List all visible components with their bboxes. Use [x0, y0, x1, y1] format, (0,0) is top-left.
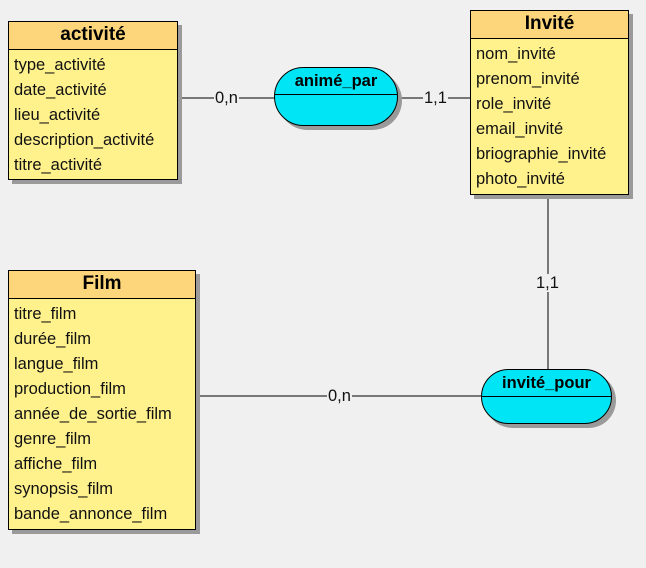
attribute: bande_annonce_film [14, 505, 168, 523]
entity-invite[interactable]: Invité nom_invité prenom_invité role_inv… [470, 10, 629, 195]
attribute: titre_activité [14, 156, 103, 174]
association-divider [275, 94, 397, 95]
attribute: titre_film [14, 305, 77, 323]
attribute: type_activité [14, 56, 106, 74]
entity-title: Film [9, 271, 195, 299]
attribute: prenom_invité [476, 70, 580, 88]
attribute: nom_invité [476, 45, 556, 63]
attribute: email_invité [476, 120, 564, 138]
association-name: animé_par [294, 72, 378, 90]
cardinality-activite-anime-par: 0,n [214, 89, 239, 107]
association-divider [482, 396, 611, 397]
cardinality-film-invite-pour: 0,n [327, 387, 352, 405]
attribute: role_invité [476, 95, 552, 113]
entity-film[interactable]: Film titre_film durée_film langue_film p… [8, 270, 196, 530]
entity-title: activité [9, 22, 177, 50]
entity-title: Invité [471, 11, 628, 39]
attribute: date_activité [14, 81, 107, 99]
association-anime-par[interactable]: animé_par [274, 67, 398, 126]
attribute: description_activité [14, 131, 155, 149]
cardinality-invite-invite-pour: 1,1 [535, 274, 560, 292]
attribute: durée_film [14, 330, 92, 348]
attribute: production_film [14, 380, 126, 398]
attribute: photo_invité [476, 170, 565, 188]
attribute: langue_film [14, 355, 99, 373]
attribute: année_de_sortie_film [14, 405, 172, 423]
attribute-list: titre_film durée_film langue_film produc… [9, 299, 195, 527]
cardinality-invite-anime-par: 1,1 [423, 89, 448, 107]
attribute-list: nom_invité prenom_invité role_invité ema… [471, 39, 628, 192]
attribute: lieu_activité [14, 106, 101, 124]
attribute: genre_film [14, 430, 92, 448]
attribute: affiche_film [14, 455, 98, 473]
attribute-list: type_activité date_activité lieu_activit… [9, 50, 177, 178]
entity-activite[interactable]: activité type_activité date_activité lie… [8, 21, 178, 180]
association-name: invité_pour [502, 374, 591, 392]
attribute: briographie_invité [476, 145, 607, 163]
association-invite-pour[interactable]: invité_pour [481, 369, 612, 424]
attribute: synopsis_film [14, 480, 114, 498]
